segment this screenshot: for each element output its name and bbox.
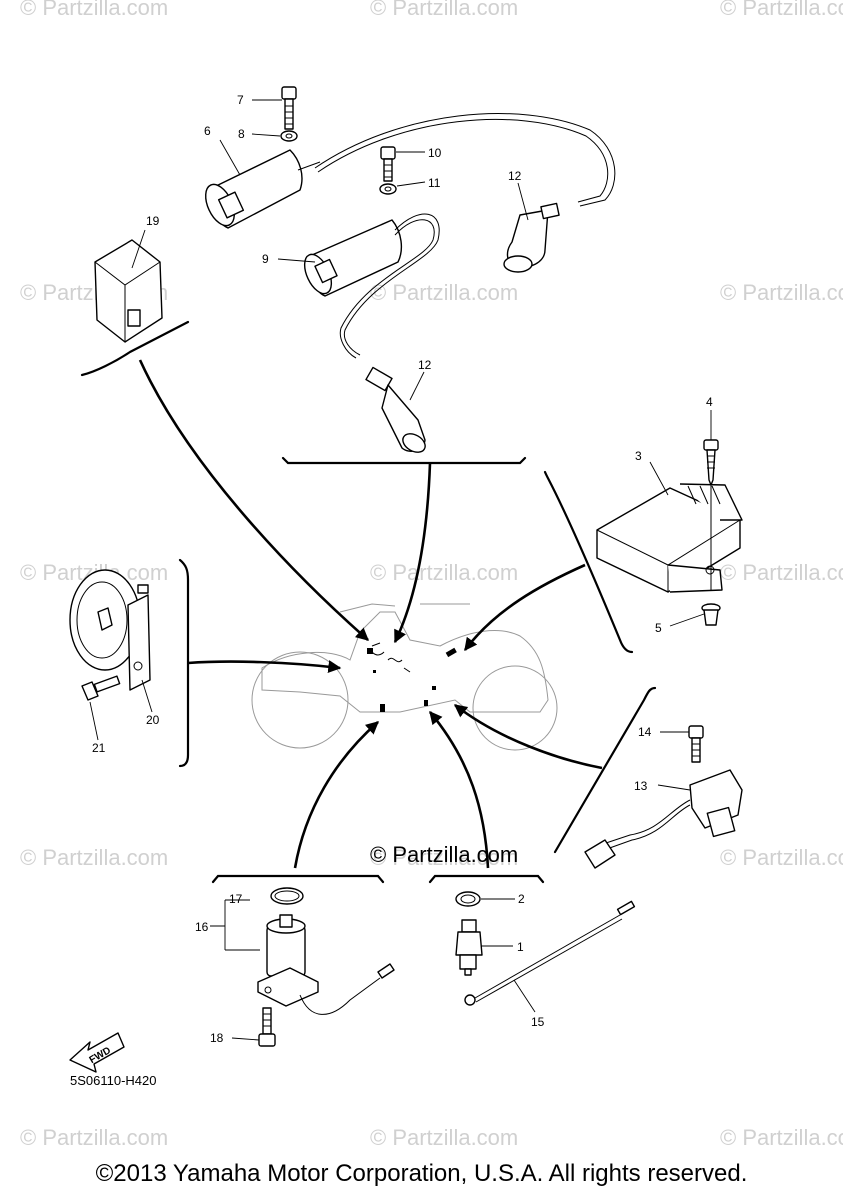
callout-6: 6 [204,124,211,138]
watermark: © Partzilla.com [370,0,518,20]
part-3-rectifier-regulator [596,461,743,593]
callout-13: 13 [634,779,648,793]
callout-4: 4 [706,395,713,409]
watermark: © Partzilla.com [370,845,518,870]
callout-1: 1 [517,940,524,954]
part-13-sensor [584,769,743,869]
callout-9: 9 [262,252,269,266]
part-10-bolt [380,146,425,182]
callout-3: 3 [635,449,642,463]
callout-5: 5 [655,621,662,635]
watermark: © Partzilla.com [370,560,518,585]
part-5-grommet [669,603,721,627]
callout-21: 21 [92,741,106,755]
callout-11: 11 [428,176,441,190]
watermark: © Partzilla.com [370,1125,518,1150]
copyright-notice: ©2013 Yamaha Motor Corporation, U.S.A. A… [95,1160,748,1187]
watermark: © Partzilla.com [720,0,843,20]
callout-labels: 7 6 8 10 11 12 19 9 12 4 3 5 20 14 21 13… [92,93,713,1045]
callout-14: 14 [638,725,652,739]
callout-19: 19 [146,214,160,228]
callout-2: 2 [518,892,525,906]
fwd-arrow: FWD [69,1032,125,1073]
part-17-o-ring [270,887,304,905]
watermark: © Partzilla.com [720,280,843,305]
callout-18: 18 [210,1031,224,1045]
part-12-plug-cap [503,182,560,273]
callout-17: 17 [229,892,243,906]
callout-8: 8 [238,127,245,141]
callout-10: 10 [428,146,442,160]
part-12-plug-cap [365,366,426,453]
watermark: © Partzilla.com [20,0,168,20]
part-20-horn [69,569,153,713]
part-9-ignition-coil [277,213,440,359]
watermark: © Partzilla.com [20,845,168,870]
callout-12: 12 [418,358,432,372]
motorcycle-silhouette [251,603,558,751]
part-8-washer [251,130,298,142]
part-1-switch [455,919,513,976]
part-2-gasket [455,891,515,907]
part-18-bolt [231,1007,276,1047]
callout-12: 12 [508,169,522,183]
watermark: © Partzilla.com [720,1125,843,1150]
watermark: © Partzilla.com [370,280,518,305]
center-watermark: © Partzilla.com [370,842,518,867]
part-16-sensor-assembly [210,899,395,1015]
part-14-bolt [660,725,704,763]
watermark: © Partzilla.com [720,845,843,870]
part-11-washer [379,181,426,195]
part-6-ignition-coil [204,113,616,229]
callout-20: 20 [146,713,160,727]
callout-16: 16 [195,920,209,934]
pointer-arrows [138,359,603,869]
part-4-screw [703,410,719,590]
watermark: © Partzilla.com [20,1125,168,1150]
diagram-code: 5S06110-H420 [70,1073,157,1088]
part-19-relay-unit [94,229,163,343]
group-brackets [80,320,657,884]
part-7-bolt [252,86,297,130]
part-15-lead-wire [464,900,636,1013]
watermark-layer: © Partzilla.com © Partzilla.com © Partzi… [20,0,843,1150]
callout-7: 7 [237,93,244,107]
part-21-bolt [81,675,121,741]
watermark: © Partzilla.com [720,560,843,585]
callout-15: 15 [531,1015,545,1029]
